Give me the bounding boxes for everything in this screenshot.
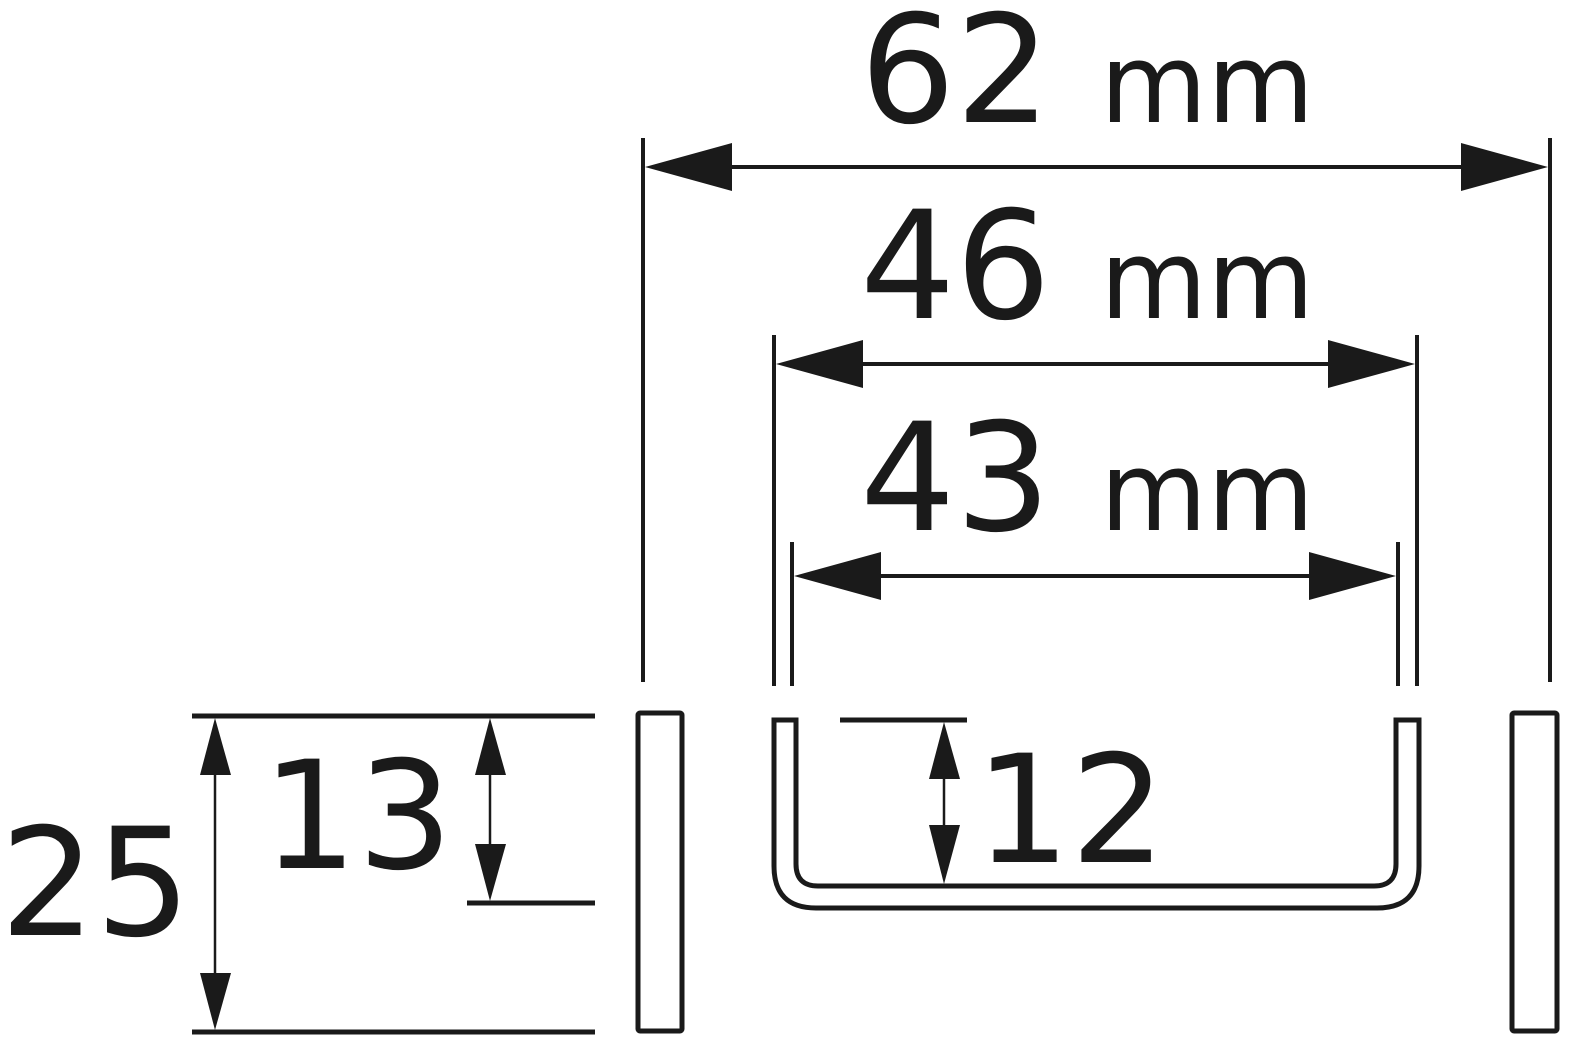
label-13: 13 [262,730,453,904]
label-62mm-value: 62 [860,0,1051,158]
label-62mm-unit: mm [1100,20,1314,148]
arrow-right-icon [1309,552,1396,600]
arrow-left-icon [645,143,732,191]
label-46mm-value: 46 [860,180,1051,354]
dimension-43mm: 43 mm [790,392,1400,686]
arrow-left-icon [794,552,881,600]
left-side-bar [635,710,685,1034]
arrow-up-icon [475,718,506,775]
arrow-up-icon [929,722,960,779]
arrow-down-icon [475,844,506,901]
label-46mm-unit: mm [1100,216,1314,344]
u-handle: 12 [771,717,1422,911]
arrow-down-icon [200,973,231,1030]
arrow-right-icon [1461,143,1548,191]
label-43mm-unit: mm [1100,428,1314,556]
arrow-left-icon [776,340,863,388]
arrow-down-icon [929,825,960,884]
right-side-bar [1509,710,1560,1034]
dimension-46mm: 46 mm [772,180,1419,686]
handle-outline [771,717,1422,911]
arrow-up-icon [200,718,231,775]
label-43mm-value: 43 [860,392,1051,566]
dimension-62mm: 62 mm [641,0,1552,682]
label-25: 25 [0,797,191,971]
arrow-right-icon [1328,340,1415,388]
dimension-heights: 25 13 [0,713,595,1035]
label-12: 12 [975,724,1166,898]
